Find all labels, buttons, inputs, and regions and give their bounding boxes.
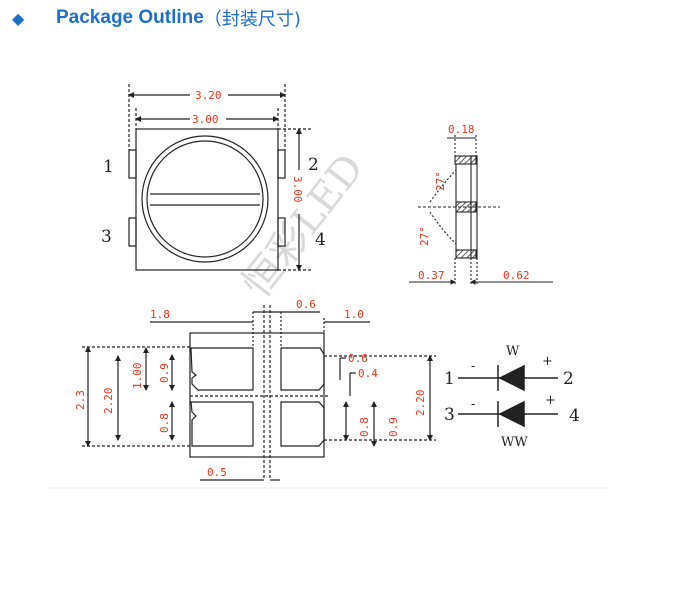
- dim-08-right: 0.8: [358, 417, 371, 437]
- dim-body-width: 3.00: [192, 113, 219, 126]
- schematic-pin-3: 3: [444, 405, 455, 425]
- label-ww: WW: [501, 435, 528, 450]
- schematic-pin-1: 1: [444, 369, 455, 389]
- pin-pad-1: [128, 149, 137, 179]
- dim-right-width: 1.0: [344, 308, 364, 321]
- dim-total-height: 2.3: [74, 390, 87, 410]
- section-header: ◆ Package Outline （封装尺寸): [12, 4, 301, 32]
- dim-angle-lower: 27°: [418, 226, 431, 246]
- side-view: [409, 135, 553, 286]
- lens-inner-circle: [146, 140, 264, 258]
- pad-top-right: [280, 347, 325, 391]
- section-title: Package Outline: [56, 7, 204, 28]
- dim-side-bottom-right: 0.62: [503, 269, 530, 282]
- diode-w-icon: [498, 364, 525, 392]
- pin-pad-2: [277, 149, 286, 179]
- label-w: W: [506, 344, 520, 359]
- schematic-pin-2: 2: [563, 369, 574, 389]
- footprint-view: [82, 305, 436, 481]
- dim-pad-100: 1.00: [131, 363, 144, 390]
- dim-04-right: 0.4: [358, 367, 378, 380]
- plus-bottom: +: [545, 393, 556, 408]
- dim-left-width: 1.8: [150, 308, 170, 321]
- dim-angle-upper: 27°: [434, 171, 447, 191]
- pin-label-3: 3: [101, 227, 112, 247]
- dim-06-right: 0.6: [348, 352, 368, 365]
- dim-bottom-gap: 0.5: [207, 466, 227, 479]
- package-body: [135, 128, 279, 271]
- pin-pad-4: [277, 217, 286, 247]
- dim-pad-09-left: 0.9: [158, 363, 171, 383]
- pin-label-2: 2: [308, 155, 319, 175]
- diamond-bullet-icon: ◆: [12, 8, 25, 28]
- minus-top: -: [471, 359, 475, 374]
- dim-outer-width: 3.20: [195, 89, 222, 102]
- pad-bottom-left: [190, 401, 254, 447]
- pin-label-1: 1: [103, 157, 114, 177]
- top-view: [128, 84, 312, 271]
- dim-gap: 0.6: [296, 298, 316, 311]
- section-title-chinese: （封装尺寸): [203, 9, 301, 30]
- diode-schematic: [458, 364, 558, 428]
- footprint-outline: [189, 332, 325, 458]
- pad-top-left: [190, 347, 254, 391]
- plus-top: +: [542, 354, 553, 369]
- dim-height-220-left: 2.20: [102, 388, 115, 415]
- minus-bottom: -: [471, 397, 475, 412]
- dim-09-right: 0.9: [387, 417, 400, 437]
- side-top-cap: [454, 155, 477, 165]
- dim-height-220-right: 2.20: [414, 390, 427, 417]
- diode-ww-icon: [498, 400, 525, 428]
- dim-pad-08-left: 0.8: [158, 413, 171, 433]
- dim-side-top: 0.18: [448, 123, 475, 136]
- pad-bottom-right: [280, 401, 325, 447]
- dim-height: 3.00: [291, 176, 304, 203]
- pin-pad-3: [128, 217, 137, 247]
- pin-label-4: 4: [315, 230, 326, 250]
- dim-side-bottom-left: 0.37: [418, 269, 445, 282]
- schematic-pin-4: 4: [569, 406, 580, 426]
- lens-circle: [141, 135, 269, 263]
- side-bottom-cap: [455, 249, 477, 259]
